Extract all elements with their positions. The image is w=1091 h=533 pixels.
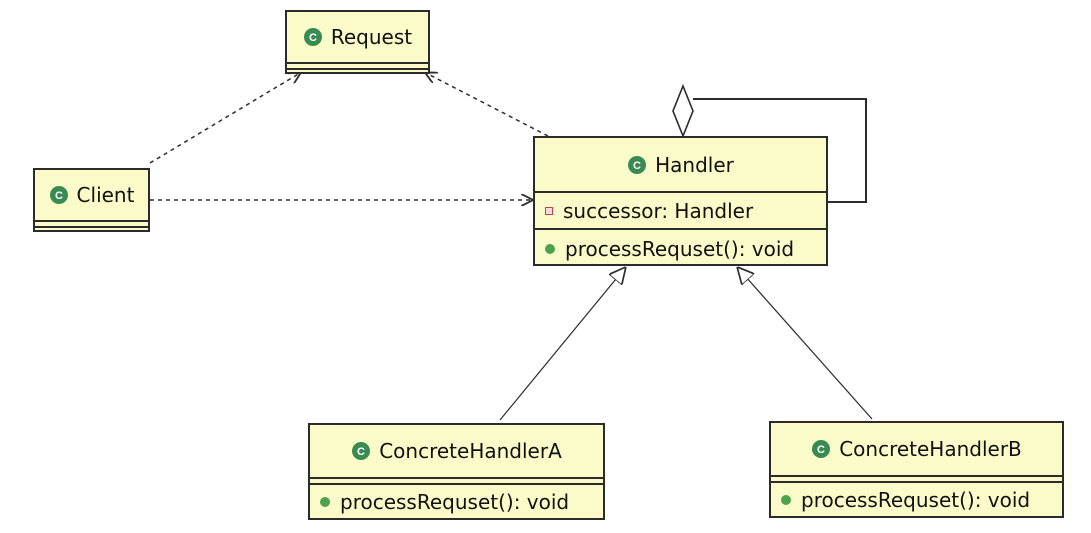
- class-name: ConcreteHandlerB: [839, 437, 1022, 461]
- method-text: processRequset(): void: [801, 488, 1031, 512]
- public-visibility-icon: [320, 497, 330, 507]
- aggregation-successor-line: [693, 98, 867, 203]
- svg-text:C: C: [309, 32, 317, 44]
- dependency-handler-to-request: [426, 73, 549, 137]
- class-icon: C: [351, 441, 371, 461]
- svg-text:C: C: [817, 444, 825, 456]
- class-name: ConcreteHandlerA: [379, 439, 562, 463]
- public-visibility-icon: [781, 495, 791, 505]
- class-concrete-handler-b[interactable]: C ConcreteHandlerB processRequset(): voi…: [769, 421, 1064, 518]
- dependency-client-to-request: [149, 73, 300, 164]
- class-icon: C: [627, 155, 647, 175]
- svg-text:C: C: [633, 160, 641, 172]
- class-name: Handler: [655, 152, 734, 177]
- class-icon: C: [49, 185, 69, 205]
- class-icon: C: [303, 27, 323, 47]
- class-client[interactable]: C Client: [33, 168, 150, 232]
- class-name: Request: [330, 25, 413, 49]
- method-process-request: processRequset(): void: [545, 237, 794, 261]
- class-name: Client: [76, 183, 135, 207]
- method-text: processRequset(): void: [340, 490, 570, 514]
- method-process-request: processRequset(): void: [781, 488, 1030, 512]
- svg-text:C: C: [55, 190, 63, 202]
- method-process-request: processRequset(): void: [320, 490, 569, 514]
- svg-text:C: C: [357, 446, 365, 458]
- field-successor: successor: Handler: [545, 199, 753, 223]
- inheritance-concrete-b-to-handler: [738, 268, 873, 420]
- method-text: processRequset(): void: [565, 237, 795, 261]
- public-visibility-icon: [545, 244, 555, 254]
- aggregation-diamond: [672, 83, 694, 139]
- inheritance-concrete-a-to-handler: [499, 268, 625, 421]
- class-request[interactable]: C Request: [285, 10, 430, 74]
- field-text: successor: Handler: [563, 198, 754, 223]
- class-icon: C: [811, 439, 831, 459]
- class-concrete-handler-a[interactable]: C ConcreteHandlerA processRequset(): voi…: [308, 423, 605, 520]
- class-handler[interactable]: C Handler successor: Handler processRequ…: [533, 136, 828, 266]
- private-visibility-icon: [545, 206, 553, 215]
